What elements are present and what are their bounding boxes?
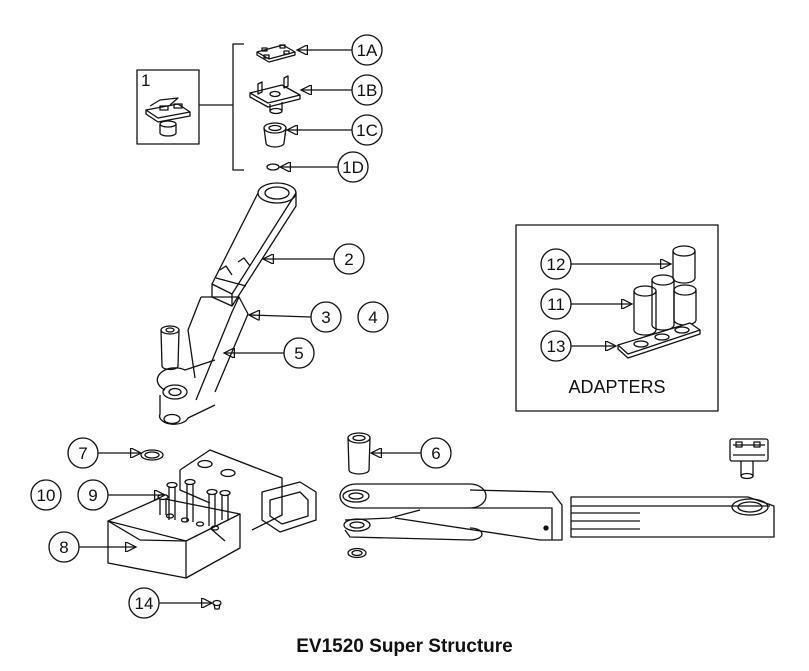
- callout-4-label: 4: [368, 308, 377, 327]
- assembled-upper-arm: [570, 496, 775, 538]
- page-title: EV1520 Super Structure: [296, 636, 513, 657]
- callout-7-label: 7: [78, 444, 87, 463]
- assembled-lower-arm: [339, 483, 563, 559]
- adapters-box: [515, 224, 719, 412]
- part-1d-ring: [266, 163, 280, 171]
- callout-1a: 1A: [298, 34, 383, 66]
- callout-9-label: 9: [88, 486, 97, 505]
- callout-9-10: 10 9: [30, 479, 164, 511]
- callout-5-label: 5: [294, 344, 303, 363]
- callout-3-4: 3 4: [250, 301, 389, 333]
- callout-13: 13: [540, 330, 615, 362]
- adapter-parts: [617, 245, 701, 359]
- callout-8-label: 8: [59, 538, 68, 557]
- callout-6-label: 6: [431, 444, 440, 463]
- part-9-bolts: [157, 478, 231, 526]
- part-1c-bushing: [263, 122, 287, 148]
- callout-1b-label: 1B: [357, 81, 378, 100]
- callout-12-label: 12: [547, 255, 566, 274]
- part-14-screw: [212, 599, 222, 610]
- callout-1d: 1D: [281, 151, 369, 183]
- callout-6: 6: [372, 437, 452, 469]
- part-5-lower-arm: [156, 296, 249, 425]
- group-1-label: 1: [141, 71, 150, 90]
- part-8-base-bracket: [107, 449, 317, 579]
- callout-12: 12: [540, 248, 670, 280]
- callout-7: 7: [67, 437, 140, 469]
- top-right-mount-block: [729, 438, 769, 480]
- part-6-sleeve: [347, 432, 371, 475]
- callout-1a-label: 1A: [357, 41, 378, 60]
- callout-1d-label: 1D: [342, 158, 364, 177]
- group-1-assembly-part: [145, 97, 191, 137]
- callout-13-label: 13: [547, 337, 566, 356]
- callout-11-label: 11: [547, 295, 565, 314]
- callout-3-label: 3: [321, 308, 330, 327]
- part-1a-top-plate: [256, 44, 296, 63]
- group-1-bracket: [199, 43, 244, 171]
- callout-2: 2: [264, 243, 365, 275]
- adapters-label: ADAPTERS: [568, 377, 665, 397]
- group-1-inset-box: [136, 69, 200, 145]
- callout-2-label: 2: [344, 250, 353, 269]
- part-7-washer: [140, 449, 164, 461]
- callout-10-label: 10: [37, 486, 56, 505]
- callout-5: 5: [225, 337, 315, 369]
- callout-14-label: 14: [135, 594, 154, 613]
- callout-11: 11: [540, 288, 631, 320]
- callout-8: 8: [48, 531, 135, 563]
- part-1b-mount-plate: [249, 75, 301, 115]
- callout-14: 14: [128, 587, 211, 619]
- part-2-upper-arm-tube: [211, 182, 297, 307]
- callout-1c: 1C: [288, 114, 383, 146]
- callout-1c-label: 1C: [356, 121, 378, 140]
- callout-1b: 1B: [302, 74, 383, 106]
